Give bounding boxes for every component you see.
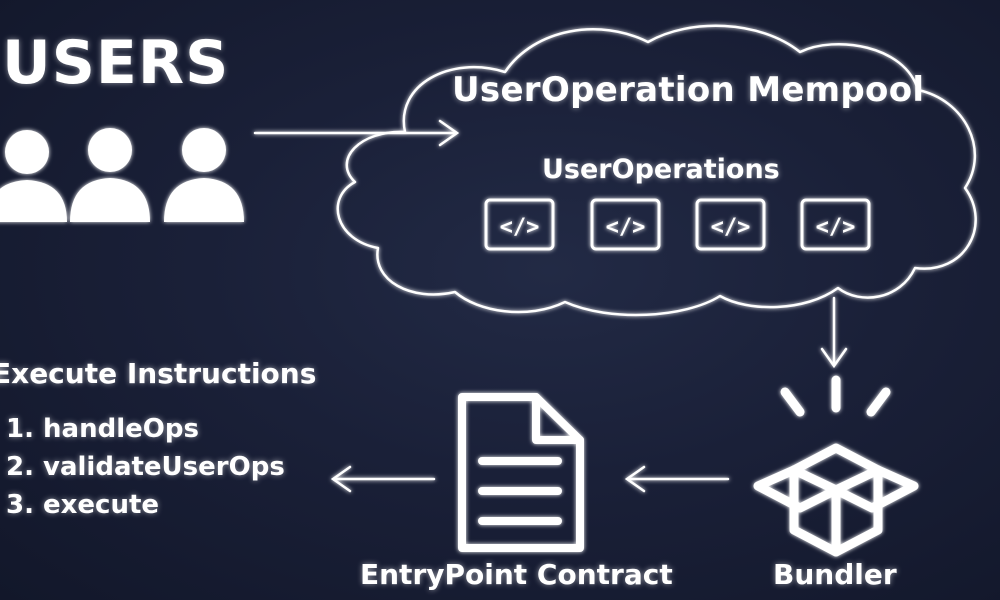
user-icon <box>0 130 67 222</box>
user-icon <box>70 128 150 222</box>
entrypoint-contract-label: EntryPoint Contract <box>360 558 673 591</box>
code-icon: </> <box>695 198 766 251</box>
code-icon-glyph: </> <box>711 215 751 240</box>
document-icon <box>458 393 584 552</box>
code-icon-glyph: </> <box>816 215 856 240</box>
user-icon <box>164 128 244 222</box>
bundler-label: Bundler <box>773 558 897 591</box>
code-icon-glyph: </> <box>500 215 540 240</box>
arrow-mempool-to-bundler <box>820 296 848 369</box>
execute-instructions-title: Execute Instructions <box>0 357 317 390</box>
instruction-step: 2. validateUserOps <box>6 452 285 482</box>
code-icon-glyph: </> <box>606 215 646 240</box>
mempool-title: UserOperation Mempool <box>452 70 925 110</box>
arrow-entrypoint-to-instructions <box>330 465 436 493</box>
instruction-step: 3. execute <box>6 490 160 520</box>
user-operations-label: UserOperations <box>542 154 780 185</box>
arrow-bundler-to-entrypoint <box>624 465 730 493</box>
code-icon: </> <box>800 198 871 251</box>
arrow-users-to-mempool <box>253 119 460 147</box>
users-title: USERS <box>2 28 230 98</box>
mempool-cloud <box>336 24 977 317</box>
instruction-step: 1. handleOps <box>6 414 199 444</box>
code-icon: </> <box>484 198 555 251</box>
box-icon <box>753 375 919 557</box>
code-icon: </> <box>590 198 661 251</box>
